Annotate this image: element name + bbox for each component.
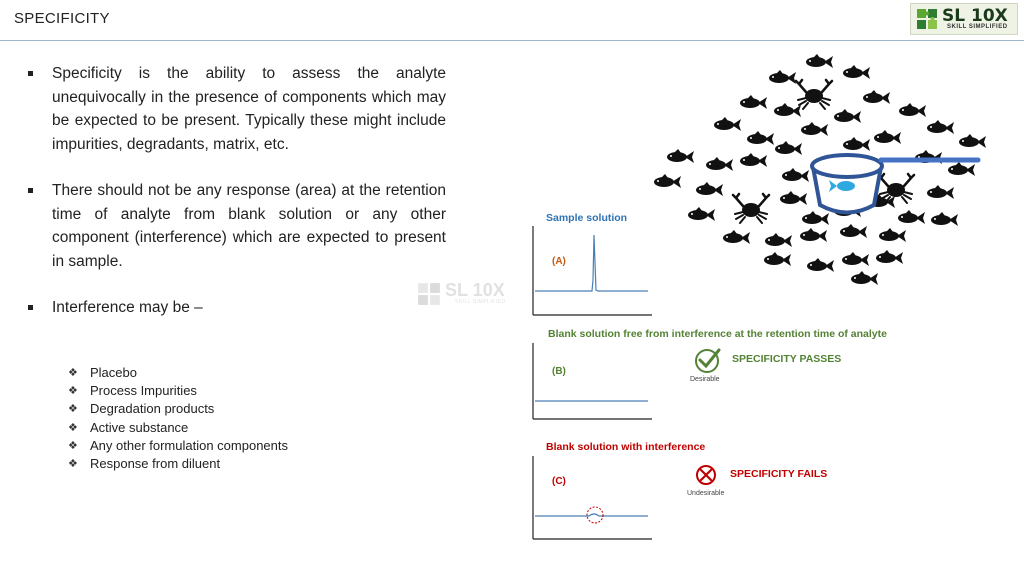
logo-text: SL 10X: [942, 6, 1008, 26]
watermark-logo: SL 10X SKILL SIMPLIFIED: [415, 280, 525, 310]
chromatogram-c: [532, 456, 652, 540]
desirable-note: Desirable: [690, 376, 720, 383]
cross-icon: [696, 465, 716, 485]
logo-subtitle: SKILL SIMPLIFIED: [947, 24, 1008, 30]
interference-circle-icon: [586, 506, 604, 524]
bullet-definition: Specificity is the ability to assess the…: [26, 62, 446, 156]
bullet-list: Specificity is the ability to assess the…: [26, 62, 446, 320]
list-item: ❖Degradation products: [68, 400, 288, 418]
diamond-bullet-icon: ❖: [68, 421, 78, 434]
header-bar: SPECIFICITY SL 10X SKILL SIMPLIFIED: [0, 0, 1024, 41]
list-item: ❖Any other formulation components: [68, 437, 288, 455]
fish-school-illustration: [654, 54, 986, 285]
logo-puzzle-icon: [917, 9, 937, 29]
diamond-bullet-icon: ❖: [68, 458, 78, 471]
diamond-bullet-icon: ❖: [68, 385, 78, 398]
brand-logo: SL 10X SKILL SIMPLIFIED: [910, 3, 1018, 35]
undesirable-note: Undesirable: [687, 490, 725, 497]
specificity-fails-label: SPECIFICITY FAILS: [730, 468, 828, 480]
list-item: ❖Process Impurities: [68, 382, 288, 400]
interference-list: ❖Placebo ❖Process Impurities ❖Degradatio…: [68, 364, 288, 473]
tag-c: (C): [552, 476, 566, 487]
bullet-interference: Interference may be –: [26, 296, 446, 320]
list-item: ❖Response from diluent: [68, 455, 288, 473]
watermark-puzzle-icon: [418, 283, 440, 305]
list-item: ❖Placebo: [68, 364, 288, 382]
bullet-no-response: There should not be any response (area) …: [26, 179, 446, 273]
diamond-bullet-icon: ❖: [68, 367, 78, 379]
tag-a: (A): [552, 256, 566, 267]
fishing-net-icon: [810, 153, 981, 215]
specificity-passes-label: SPECIFICITY PASSES: [732, 353, 842, 365]
watermark-text: SL 10X: [445, 280, 505, 300]
sample-solution-label: Sample solution: [546, 212, 628, 224]
chromatogram-b: [532, 343, 652, 420]
list-item: ❖Active substance: [68, 419, 288, 437]
watermark-subtitle: SKILL SIMPLIFIED: [455, 299, 506, 305]
blank-free-label: Blank solution free from interference at…: [548, 328, 887, 340]
slide-title: SPECIFICITY: [14, 10, 110, 27]
diamond-bullet-icon: ❖: [68, 439, 78, 452]
check-icon: [695, 348, 721, 373]
diamond-bullet-icon: ❖: [68, 403, 78, 416]
blank-interference-label: Blank solution with interference: [546, 441, 706, 453]
chromatogram-a: [532, 226, 652, 316]
tag-b: (B): [552, 366, 566, 377]
